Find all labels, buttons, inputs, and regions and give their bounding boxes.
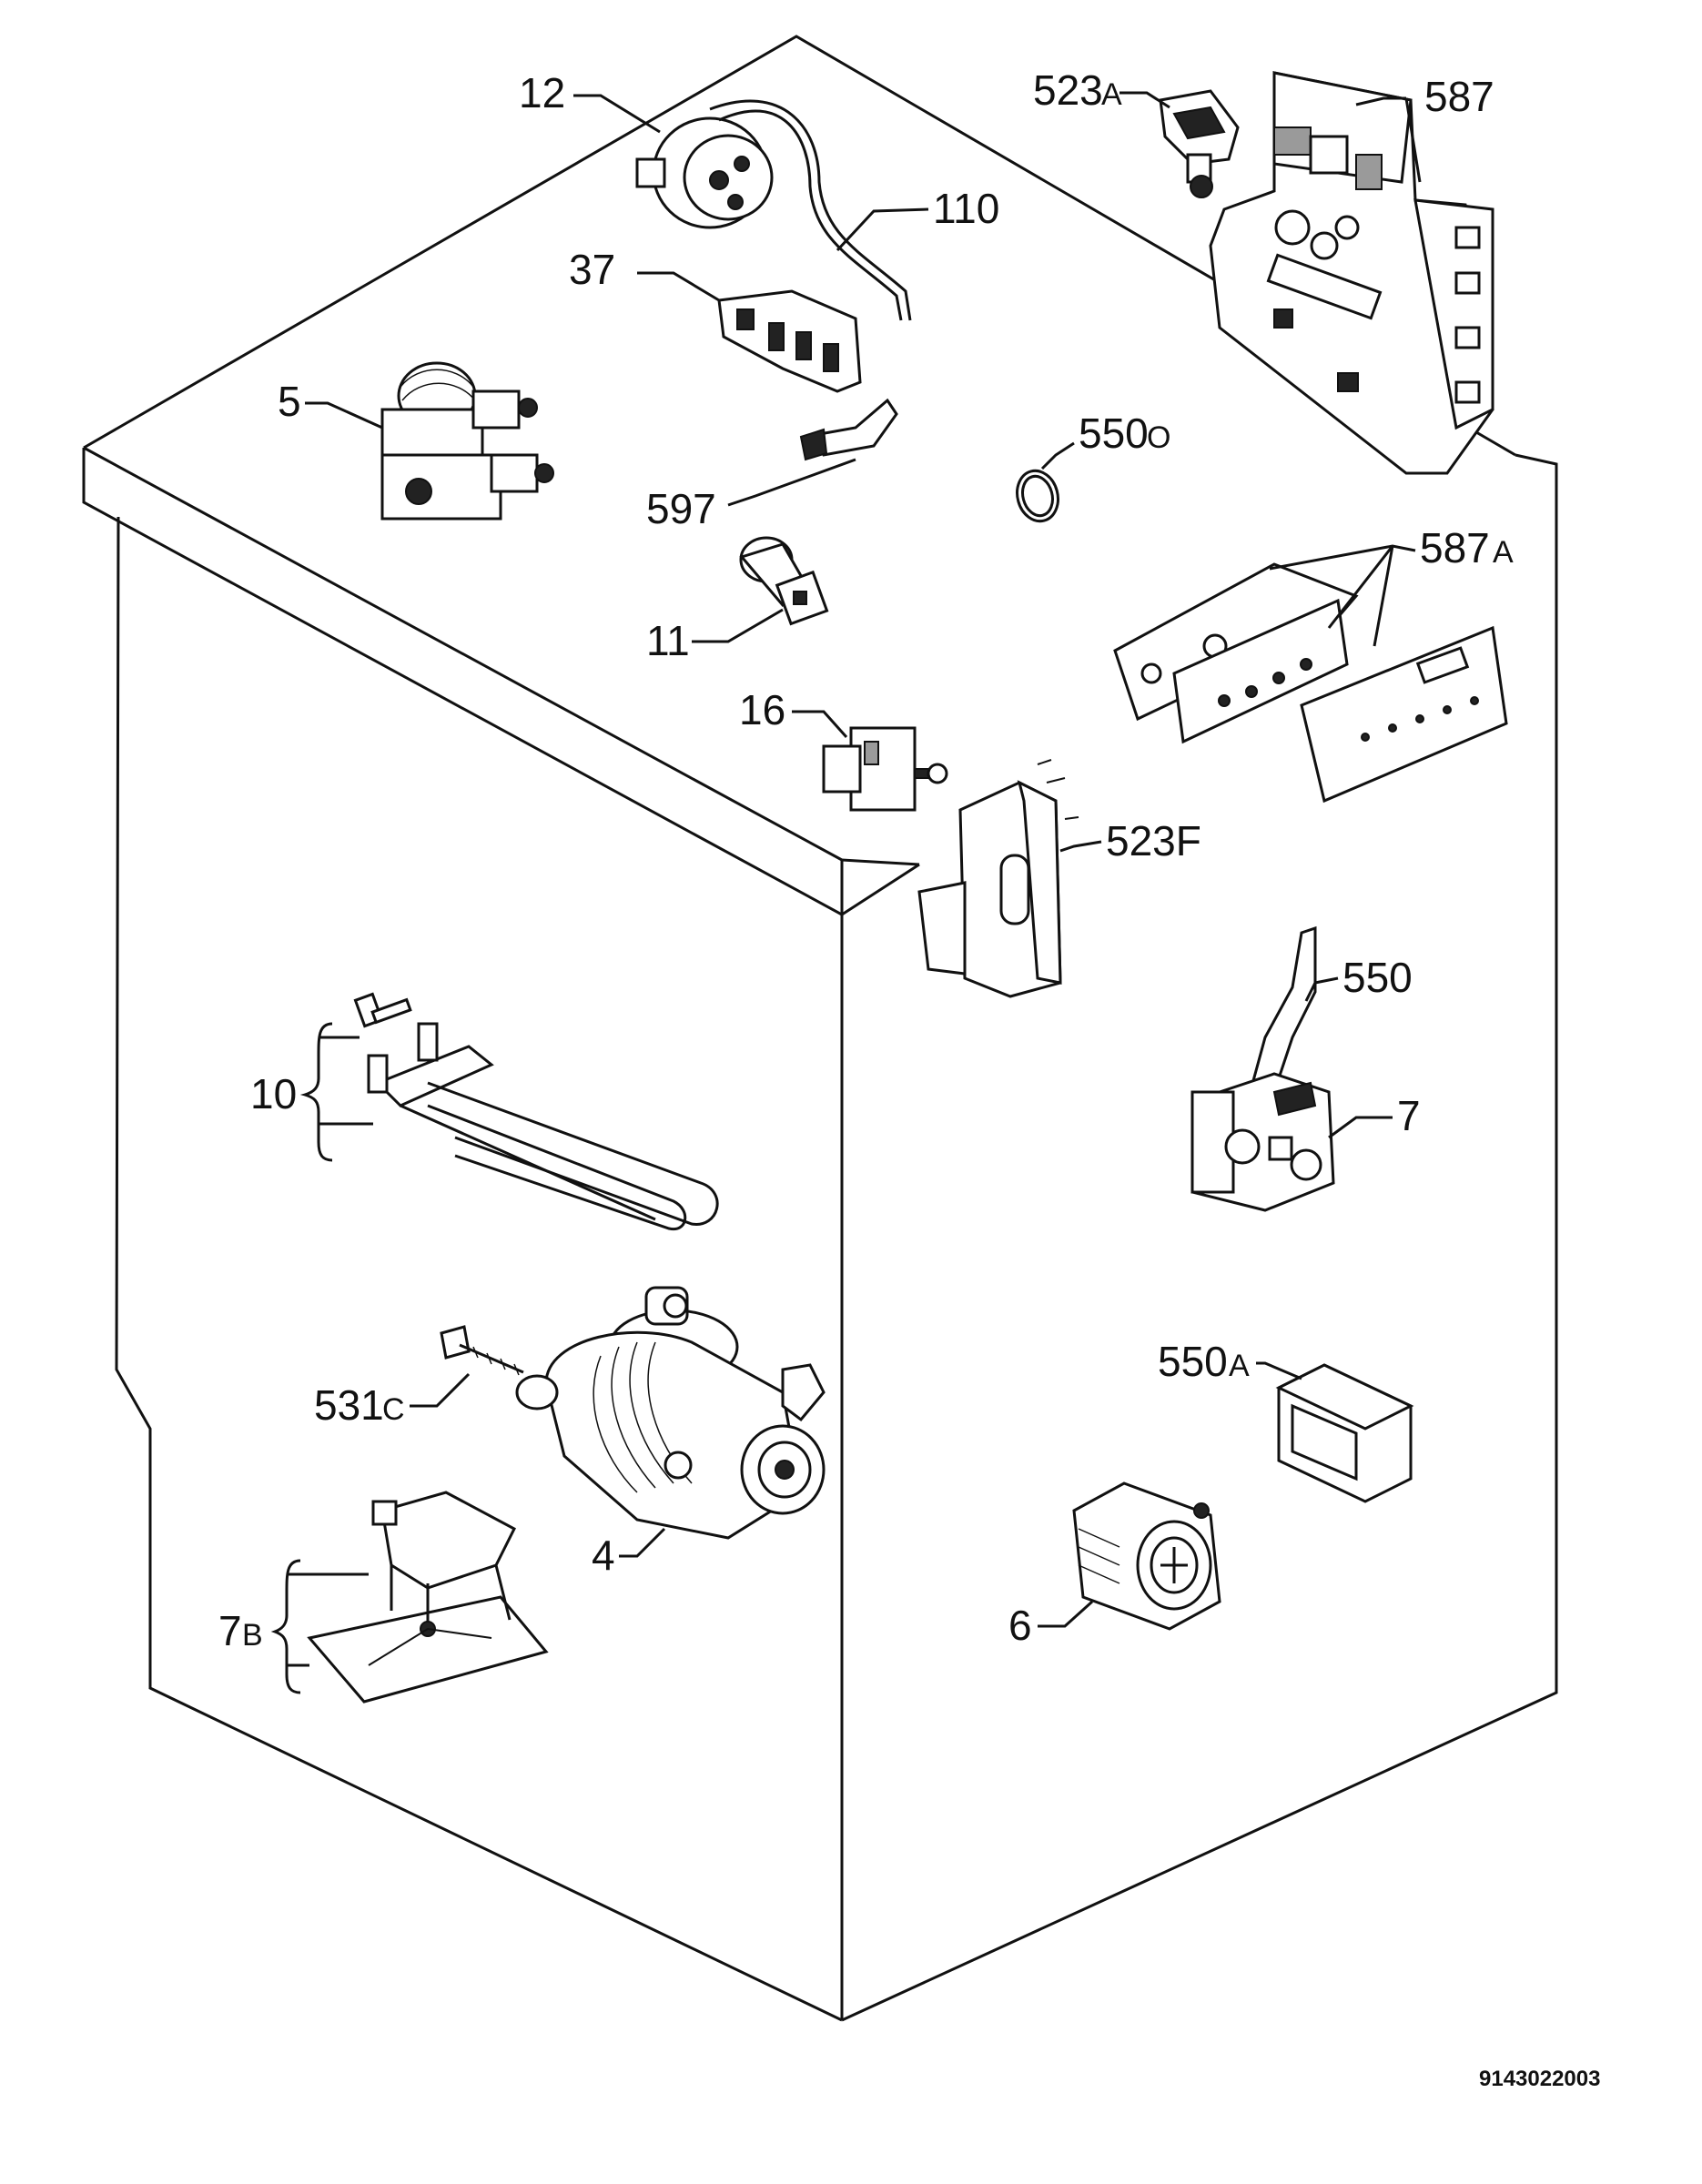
- screw-531c: [440, 1325, 524, 1376]
- callout-531c-suffix: C: [382, 1392, 405, 1427]
- document-number: 9143022003: [1479, 2067, 1600, 2091]
- callout-550a: 550: [1158, 1338, 1228, 1385]
- callout-587a: 587: [1420, 524, 1490, 571]
- capacitor-11: [739, 536, 829, 626]
- leader-lines: [270, 91, 1422, 1694]
- door-lock-7: [1190, 1072, 1335, 1212]
- callout-550: 550: [1342, 954, 1413, 1001]
- callout-587a-suffix: A: [1493, 535, 1514, 570]
- callout-587: 587: [1424, 73, 1494, 120]
- callout-110: 110: [933, 185, 999, 232]
- callout-37: 37: [569, 246, 615, 293]
- pressure-switch-6: [1072, 1481, 1221, 1631]
- callout-7b: 7: [218, 1607, 242, 1654]
- callout-550o: 550: [1079, 410, 1149, 457]
- callout-5: 5: [278, 378, 301, 425]
- callout-523f: 523F: [1106, 817, 1201, 864]
- ring-550-o: [1016, 469, 1059, 523]
- cover-550a: [1275, 1363, 1414, 1503]
- callout-12: 12: [519, 69, 565, 116]
- callout-labels: 12 110 37 5 597 550 O 11 16 523F 523 A 5…: [218, 66, 1600, 2091]
- main-board-587: [1209, 71, 1494, 475]
- housing-523f: [917, 759, 1079, 998]
- callout-550o-suffix: O: [1147, 420, 1170, 455]
- callout-531c: 531: [314, 1381, 384, 1429]
- drain-pump-4: [515, 1286, 826, 1540]
- heating-element-10: [353, 992, 719, 1231]
- callout-523a-suffix: A: [1101, 77, 1122, 112]
- callout-523a: 523: [1033, 66, 1103, 114]
- sensor-7b: [307, 1491, 549, 1704]
- callout-7b-suffix: B: [242, 1618, 263, 1653]
- callout-597: 597: [646, 485, 716, 532]
- lamp-523a: [1159, 89, 1240, 198]
- selector-switch-16: [822, 726, 948, 812]
- control-boards-587a: [1113, 562, 1508, 804]
- callout-550a-suffix: A: [1229, 1349, 1250, 1383]
- programmer-switch-12: [635, 116, 774, 229]
- callout-7: 7: [1397, 1092, 1421, 1139]
- callout-11: 11: [646, 617, 690, 664]
- callout-10: 10: [250, 1070, 297, 1117]
- callout-6: 6: [1008, 1602, 1032, 1649]
- callout-16: 16: [739, 686, 785, 733]
- inlet-valve-5: [380, 361, 554, 521]
- terminal-block-37: [717, 289, 862, 393]
- cable-110: [709, 99, 912, 321]
- clip-597: [799, 398, 898, 461]
- callout-4: 4: [592, 1532, 615, 1579]
